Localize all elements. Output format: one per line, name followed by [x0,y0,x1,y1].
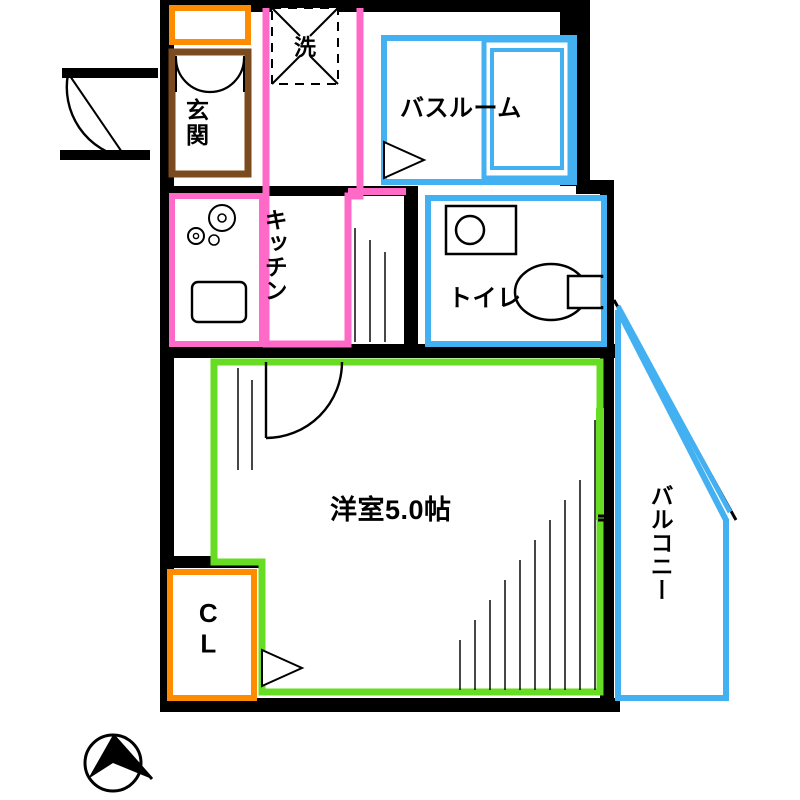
main-room-area [210,228,614,696]
room-label-washer: 洗 [294,35,317,60]
bathroom-area [381,35,577,185]
hallway-area [262,8,406,348]
room-label-toilet: トイレ [448,285,522,312]
entrance-area [60,5,252,178]
room-label-balcony: バルコニー [647,484,674,602]
north-arrow [83,733,154,793]
closet-area [167,569,257,701]
room-label-entrance: 玄関 [186,97,210,148]
kitchen-area [169,193,265,347]
toilet-area [425,195,607,347]
room-label-kitchen: キッチン [261,208,288,302]
room-label-closet: CL [193,598,224,659]
washer-area [271,7,339,85]
room-label-bathroom: バスルーム [400,95,522,122]
balcony-area [612,299,738,701]
room-label-main-room: 洋室5.0帖 [330,495,452,525]
